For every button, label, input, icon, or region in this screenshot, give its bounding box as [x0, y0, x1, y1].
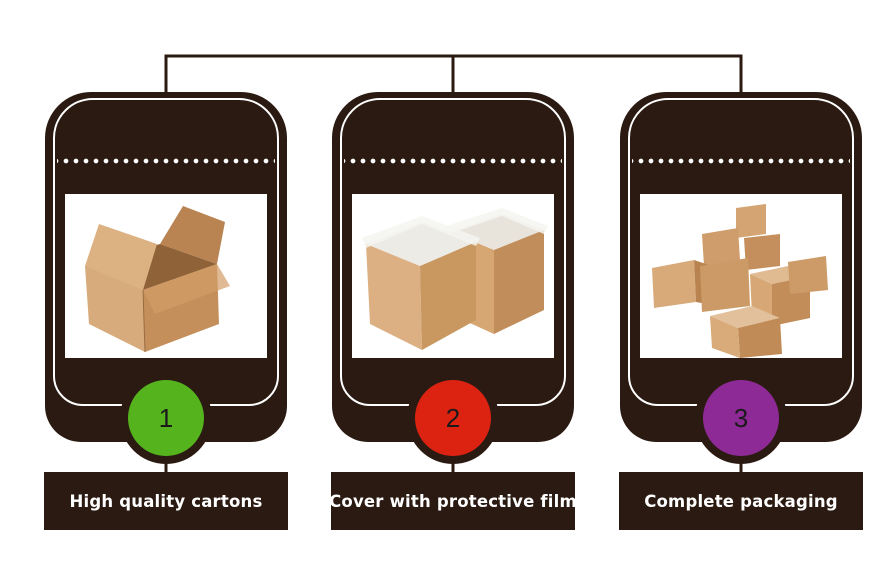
dotted-divider — [57, 158, 275, 164]
dotted-divider — [632, 158, 850, 164]
step-label-1: High quality cartons — [44, 472, 288, 530]
open-carton-box-photo — [65, 194, 267, 358]
step-badge-1: 1 — [120, 372, 212, 464]
film-lined-carton-boxes-photo — [352, 194, 554, 358]
stacked-carton-boxes-photo — [640, 194, 842, 358]
dotted-divider — [344, 158, 562, 164]
step-number-1: 1 — [128, 380, 204, 456]
step-number-2: 2 — [415, 380, 491, 456]
step-card-1: 1 — [45, 92, 287, 464]
step-label-2: Cover with protective film — [329, 472, 577, 530]
step-number-3: 3 — [703, 380, 779, 456]
step-badge-2: 2 — [407, 372, 499, 464]
step-badge-3: 3 — [695, 372, 787, 464]
step-label-3: Complete packaging — [619, 472, 863, 530]
step-card-3: 3 — [620, 92, 862, 464]
step-card-2: 2 — [332, 92, 574, 464]
